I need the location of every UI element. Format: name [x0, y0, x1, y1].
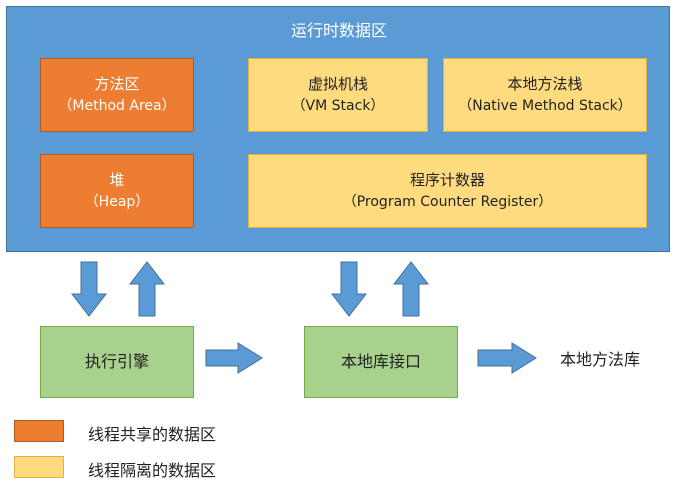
- legend-swatch-shared: [14, 420, 64, 442]
- runtime-data-area-title: 运行时数据区: [290, 21, 387, 40]
- method-area-name: 方法区: [94, 75, 140, 93]
- execution-engine-box: 执行引擎: [40, 326, 194, 398]
- native-method-stack-name: 本地方法栈: [507, 75, 583, 93]
- arrow-right-interface-to-library: [477, 342, 537, 374]
- arrow-right-engine-to-interface: [205, 342, 263, 374]
- arrow-down-engine: [70, 261, 108, 317]
- arrow-up-engine: [128, 261, 166, 317]
- execution-engine-name: 执行引擎: [84, 352, 149, 371]
- legend-swatch-isolated: [14, 456, 64, 478]
- arrow-up-interface: [392, 261, 430, 317]
- heap-box: 堆 （Heap）: [40, 154, 194, 228]
- method-area-en: （Method Area）: [58, 98, 176, 114]
- method-area-box: 方法区 （Method Area）: [40, 58, 194, 132]
- heap-name: 堆: [109, 171, 125, 189]
- vm-stack-box: 虚拟机栈 （VM Stack）: [248, 58, 428, 132]
- program-counter-name: 程序计数器: [409, 171, 485, 189]
- legend-label-shared: 线程共享的数据区: [88, 425, 217, 444]
- program-counter-en: （Program Counter Register）: [342, 194, 553, 210]
- vm-stack-name: 虚拟机栈: [307, 75, 368, 93]
- program-counter-box: 程序计数器 （Program Counter Register）: [248, 154, 647, 228]
- heap-en: （Heap）: [84, 194, 150, 210]
- native-interface-box: 本地库接口: [304, 326, 458, 398]
- native-interface-name: 本地库接口: [340, 352, 421, 371]
- vm-stack-en: （VM Stack）: [291, 98, 385, 114]
- native-library-label: 本地方法库: [560, 350, 641, 369]
- arrow-down-interface: [330, 261, 368, 317]
- native-method-stack-en: （Native Method Stack）: [458, 98, 632, 114]
- native-method-stack-box: 本地方法栈 （Native Method Stack）: [443, 58, 647, 132]
- legend-label-isolated: 线程隔离的数据区: [88, 461, 217, 480]
